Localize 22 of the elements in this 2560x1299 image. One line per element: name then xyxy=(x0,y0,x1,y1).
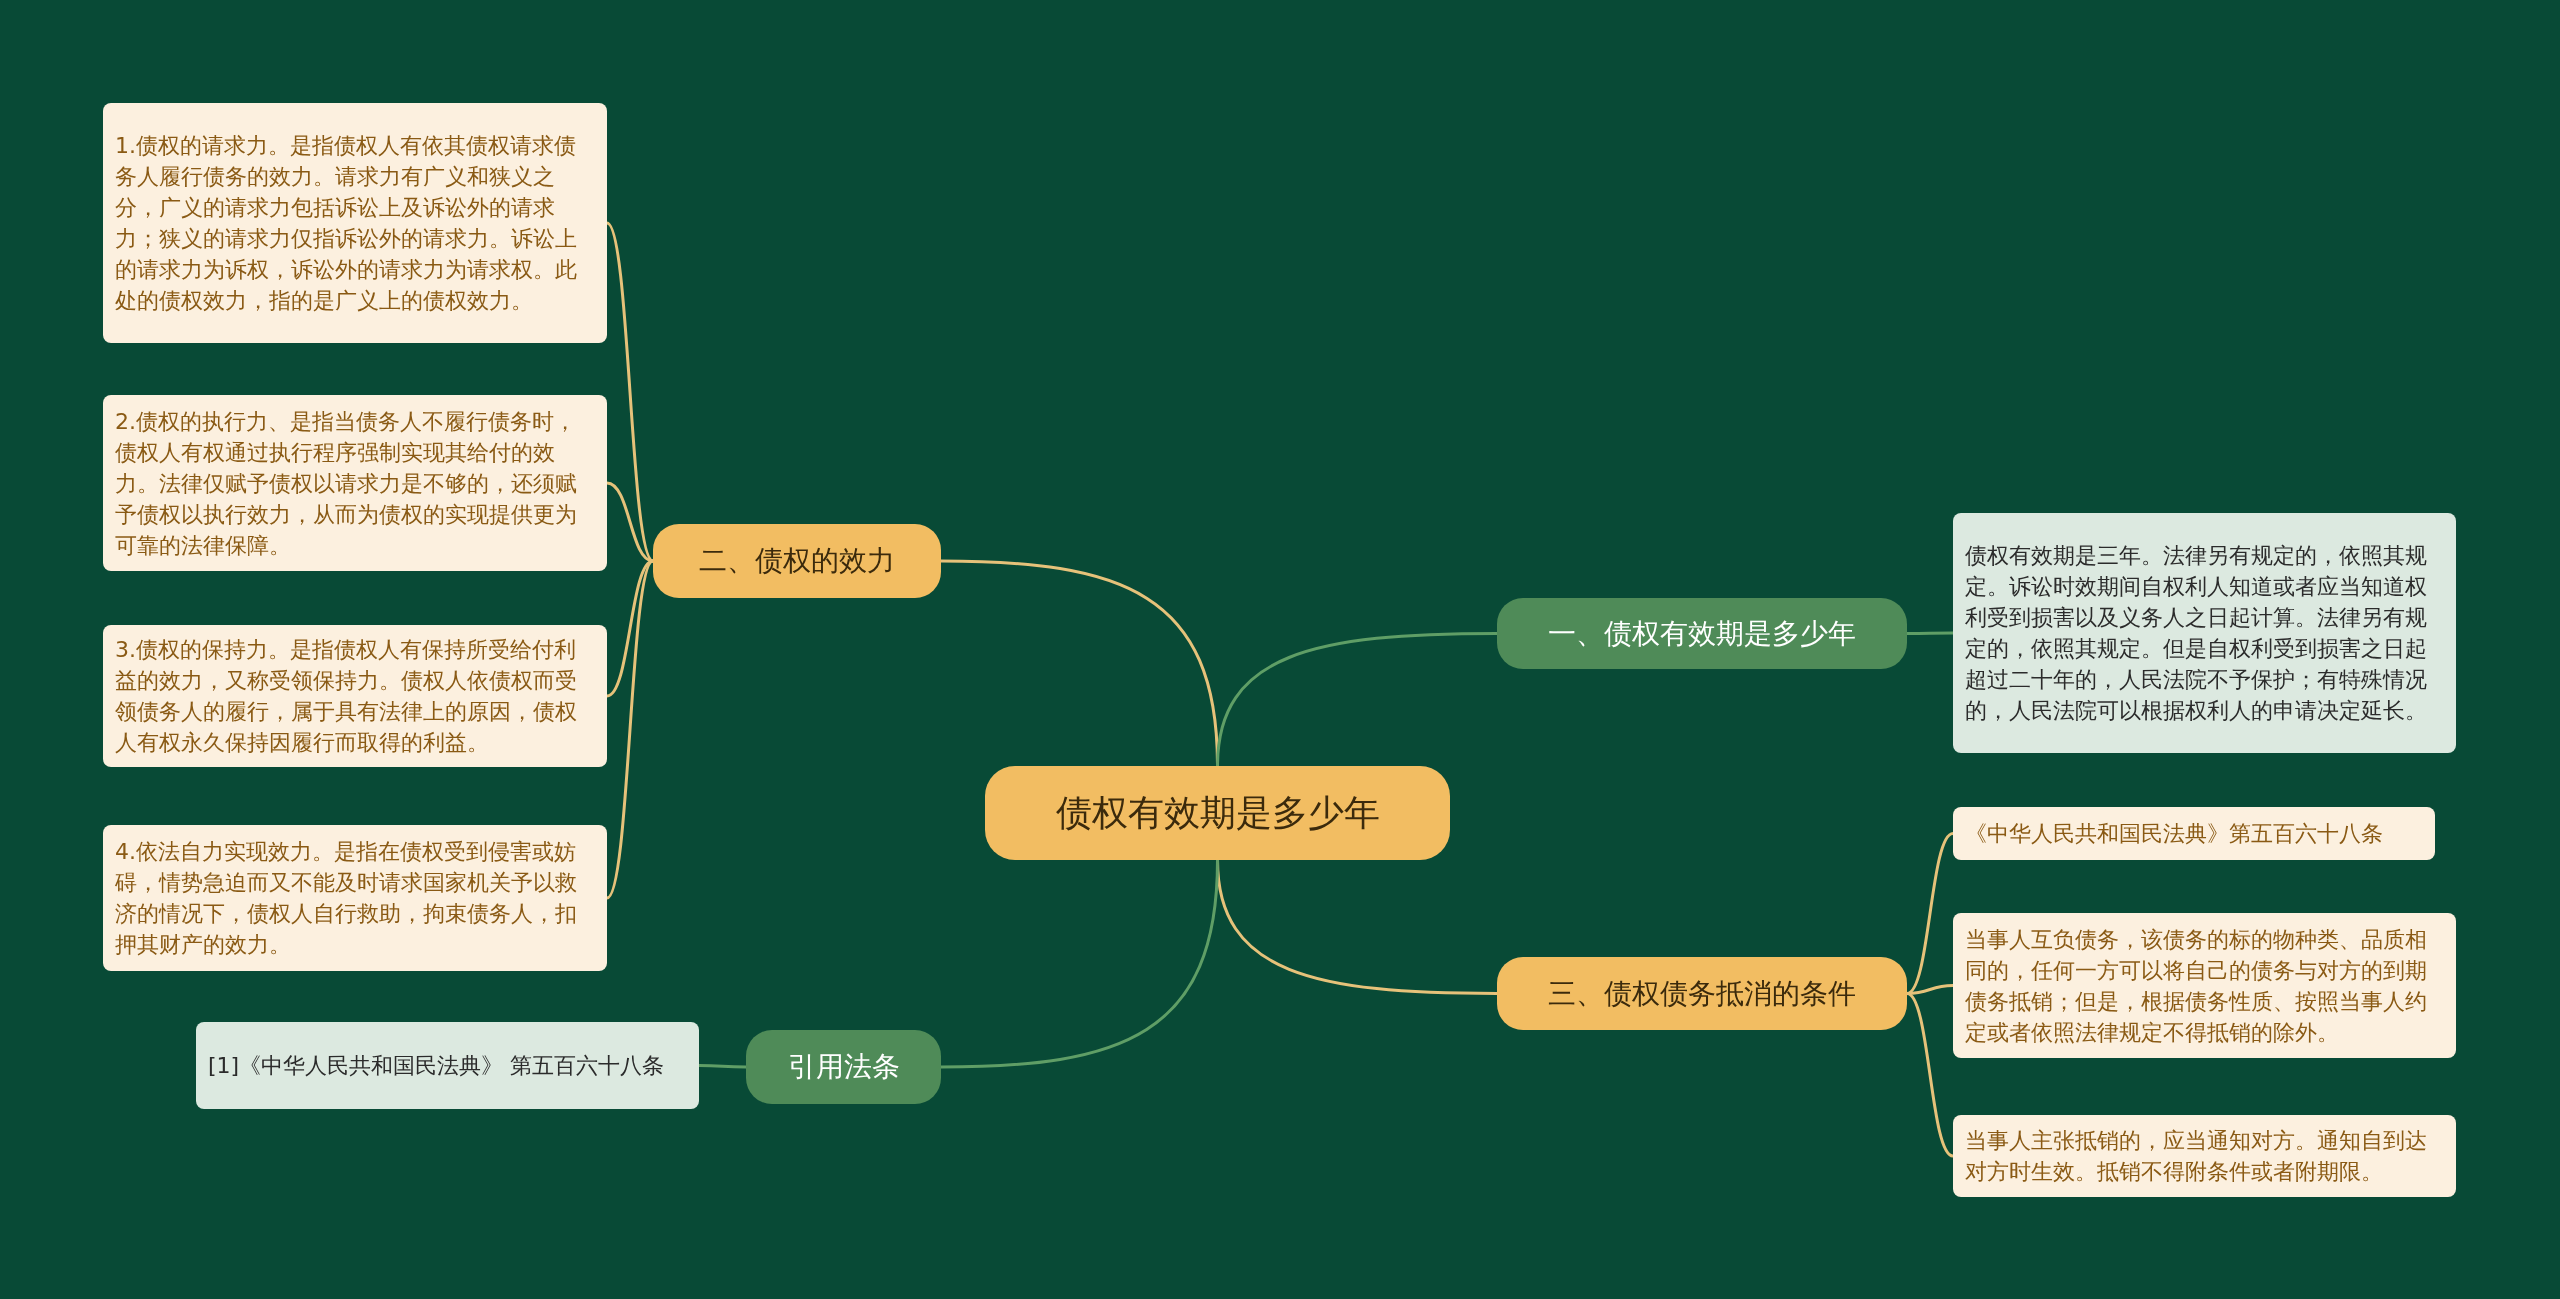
connector-line xyxy=(1906,984,1954,995)
text-card: 当事人主张抵销的，应当通知对方。通知自到达对方时生效。抵销不得附条件或者附期限。 xyxy=(1953,1115,2456,1197)
branch-topic: 一、债权有效期是多少年 xyxy=(1497,598,1907,669)
text-card: 4.依法自力实现效力。是指在债权受到侵害或妨碍，情势急迫而又不能及时请求国家机关予以救济的情况下，债权人自行救助，拘束债务人，扣押其财产的效力。 xyxy=(103,825,607,971)
branch-topic: 二、债权的效力 xyxy=(653,524,941,598)
text-card: 3.债权的保持力。是指债权人有保持所受给付利益的效力，又称受领保持力。债权人依债权而受领债务人的履行，属于具有法律上的原因，债权人有权永久保持因履行而取得的利益。 xyxy=(103,625,607,767)
branch-topic: 三、债权债务抵消的条件 xyxy=(1497,957,1907,1030)
branch-topic: 引用法条 xyxy=(746,1030,941,1104)
connector-line xyxy=(1216,632,1497,767)
connector-line xyxy=(1906,992,1954,1158)
text-card: 1.债权的请求力。是指债权人有依其债权请求债务人履行债务的效力。请求力有广义和狭义之分，广义的请求力包括诉讼上及诉讼外的请求力；狭义的请求力仅指诉讼外的请求力。诉讼上的请求力为诉权，诉讼外的请求力为请求权。此处的债权效力，指的是广义上的债权效力。 xyxy=(103,103,607,343)
text-card: [1]《中华人民共和国民法典》 第五百六十八条 xyxy=(196,1022,699,1109)
connector-line xyxy=(605,560,655,899)
connector-line xyxy=(1907,631,1953,635)
connector-line xyxy=(940,859,1219,1069)
text-card: 债权有效期是三年。法律另有规定的，依照其规定。诉讼时效期间自权利人知道或者应当知道权利受到损害以及义务人之日起计算。法律另有规定的，依照其规定。但是自权利受到损害之日起超过二十年的，人民法院不予保护；有特殊情况的，人民法院可以根据权利人的申请决定延长。 xyxy=(1953,513,2456,753)
text-card: 《中华人民共和国民法典》第五百六十八条 xyxy=(1953,807,2435,860)
connector-line xyxy=(1906,832,1954,995)
text-card: 当事人互负债务，该债务的标的物种类、品质相同的，任何一方可以将自己的债务与对方的到期债务抵销；但是，根据债务性质、按照当事人约定或者依照法律规定不得抵销的除外。 xyxy=(1953,913,2456,1058)
central-topic: 债权有效期是多少年 xyxy=(985,766,1450,860)
text-card: 2.债权的执行力、是指当债务人不履行债务时，债权人有权通过执行程序强制实现其给付的效力。法律仅赋予债权以请求力是不够的，还须赋予债权以执行效力，从而为债权的实现提供更为可靠的法律保障。 xyxy=(103,395,607,571)
connector-line xyxy=(699,1064,746,1069)
